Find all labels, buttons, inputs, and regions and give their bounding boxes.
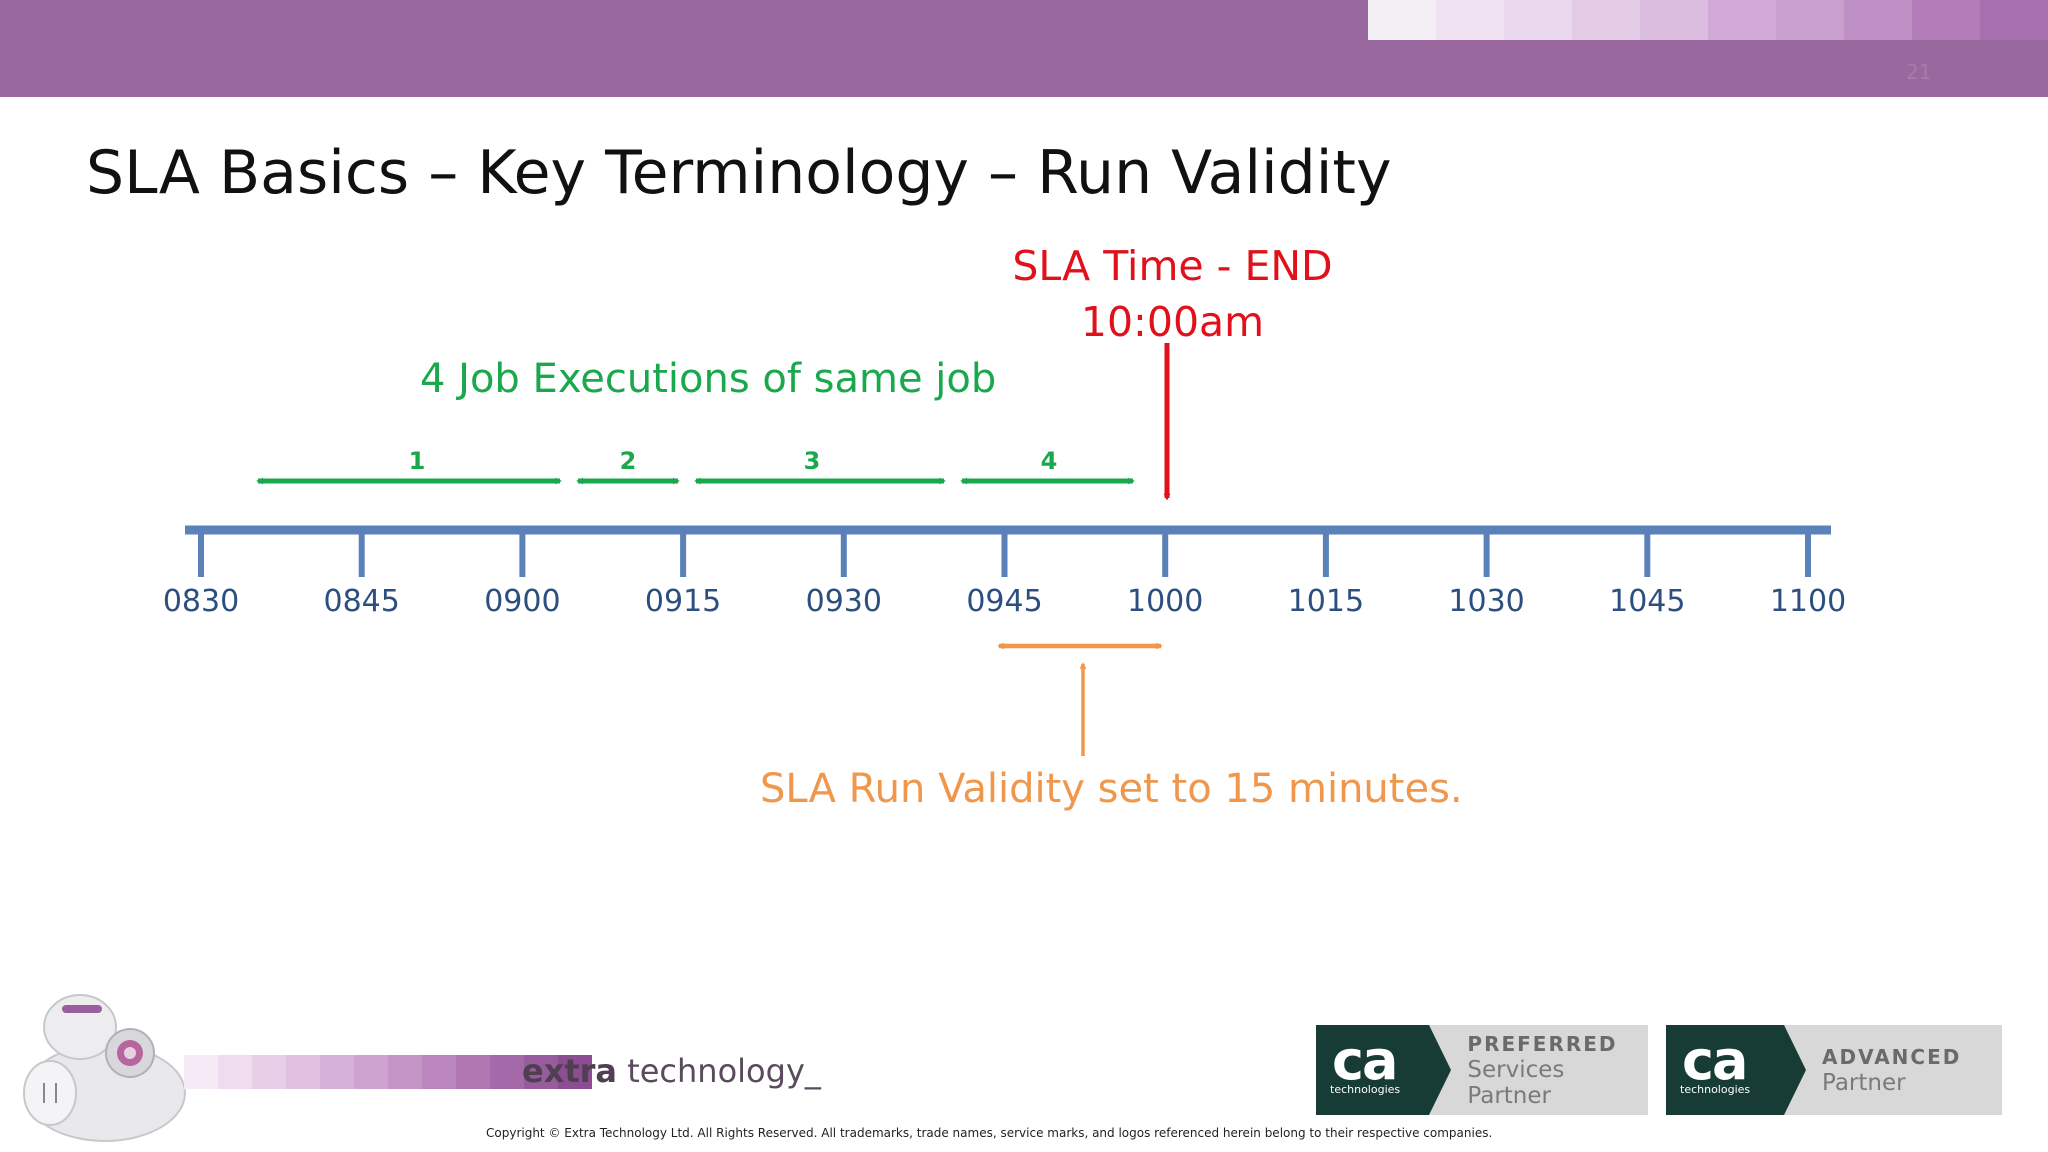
header-color-swatches: [1368, 0, 2048, 40]
badge-title: PREFERRED: [1467, 1032, 1618, 1056]
robot-mascot-icon: [23, 994, 186, 1142]
execution-label-4: 4: [1040, 447, 1058, 475]
ca-logo-text: ca: [1332, 1029, 1398, 1092]
tick-label-0915: 0915: [644, 584, 722, 619]
tick-label-1000: 1000: [1127, 584, 1204, 619]
tick-label-1030: 1030: [1448, 584, 1525, 619]
tick-label-1100: 1100: [1769, 584, 1847, 619]
execution-label-3: 3: [803, 447, 821, 475]
run-validity-label: SLA Run Validity set to 15 minutes.: [760, 766, 1463, 812]
ca-preferred-partner-badge: ca technologies PREFERRED Services Partn…: [1316, 1025, 1648, 1115]
ca-logo-subtext: technologies: [1330, 1083, 1401, 1096]
execution-label-2: 2: [619, 447, 637, 475]
brand-logo-text: extra technology_: [522, 1052, 821, 1090]
tick-label-0900: 0900: [484, 584, 561, 619]
sla-end-label: SLA Time - END 10:00am: [1000, 238, 1345, 350]
badge-title: ADVANCED: [1822, 1045, 1962, 1069]
execution-label-1: 1: [408, 447, 426, 475]
badge-subtitle: Partner: [1822, 1070, 1906, 1096]
ca-logo-icon: ca technologies: [1666, 1025, 1784, 1115]
slide-title: SLA Basics – Key Terminology – Run Valid…: [86, 138, 1392, 208]
header-bar: 21: [0, 0, 2048, 97]
executions-label: 4 Job Executions of same job: [420, 356, 997, 402]
ca-logo-text: ca: [1682, 1029, 1748, 1092]
brand-bold: extra: [522, 1052, 618, 1090]
sla-end-title: SLA Time - END: [1012, 242, 1333, 290]
ca-advanced-partner-badge: ca technologies ADVANCED Partner: [1666, 1025, 2002, 1115]
badge-chevron: [1429, 1025, 1452, 1115]
footer-color-band: [184, 1055, 592, 1089]
badge-chevron: [1784, 1025, 1806, 1115]
tick-label-0930: 0930: [805, 584, 882, 619]
tick-label-0830: 0830: [162, 584, 240, 619]
ca-logo-subtext: technologies: [1680, 1083, 1751, 1096]
badge-subtitle: Services Partner: [1467, 1057, 1565, 1109]
tick-label-1015: 1015: [1287, 584, 1365, 619]
copyright-notice: Copyright © Extra Technology Ltd. All Ri…: [486, 1126, 1493, 1140]
ca-logo-icon: ca technologies: [1316, 1025, 1430, 1115]
tick-label-0945: 0945: [966, 584, 1043, 619]
tick-label-0845: 0845: [323, 584, 400, 619]
brand-regular: technology_: [617, 1052, 821, 1090]
sla-end-time: 10:00am: [1080, 298, 1265, 346]
tick-label-1045: 1045: [1609, 584, 1686, 619]
slide-number: 21: [1906, 60, 1932, 84]
